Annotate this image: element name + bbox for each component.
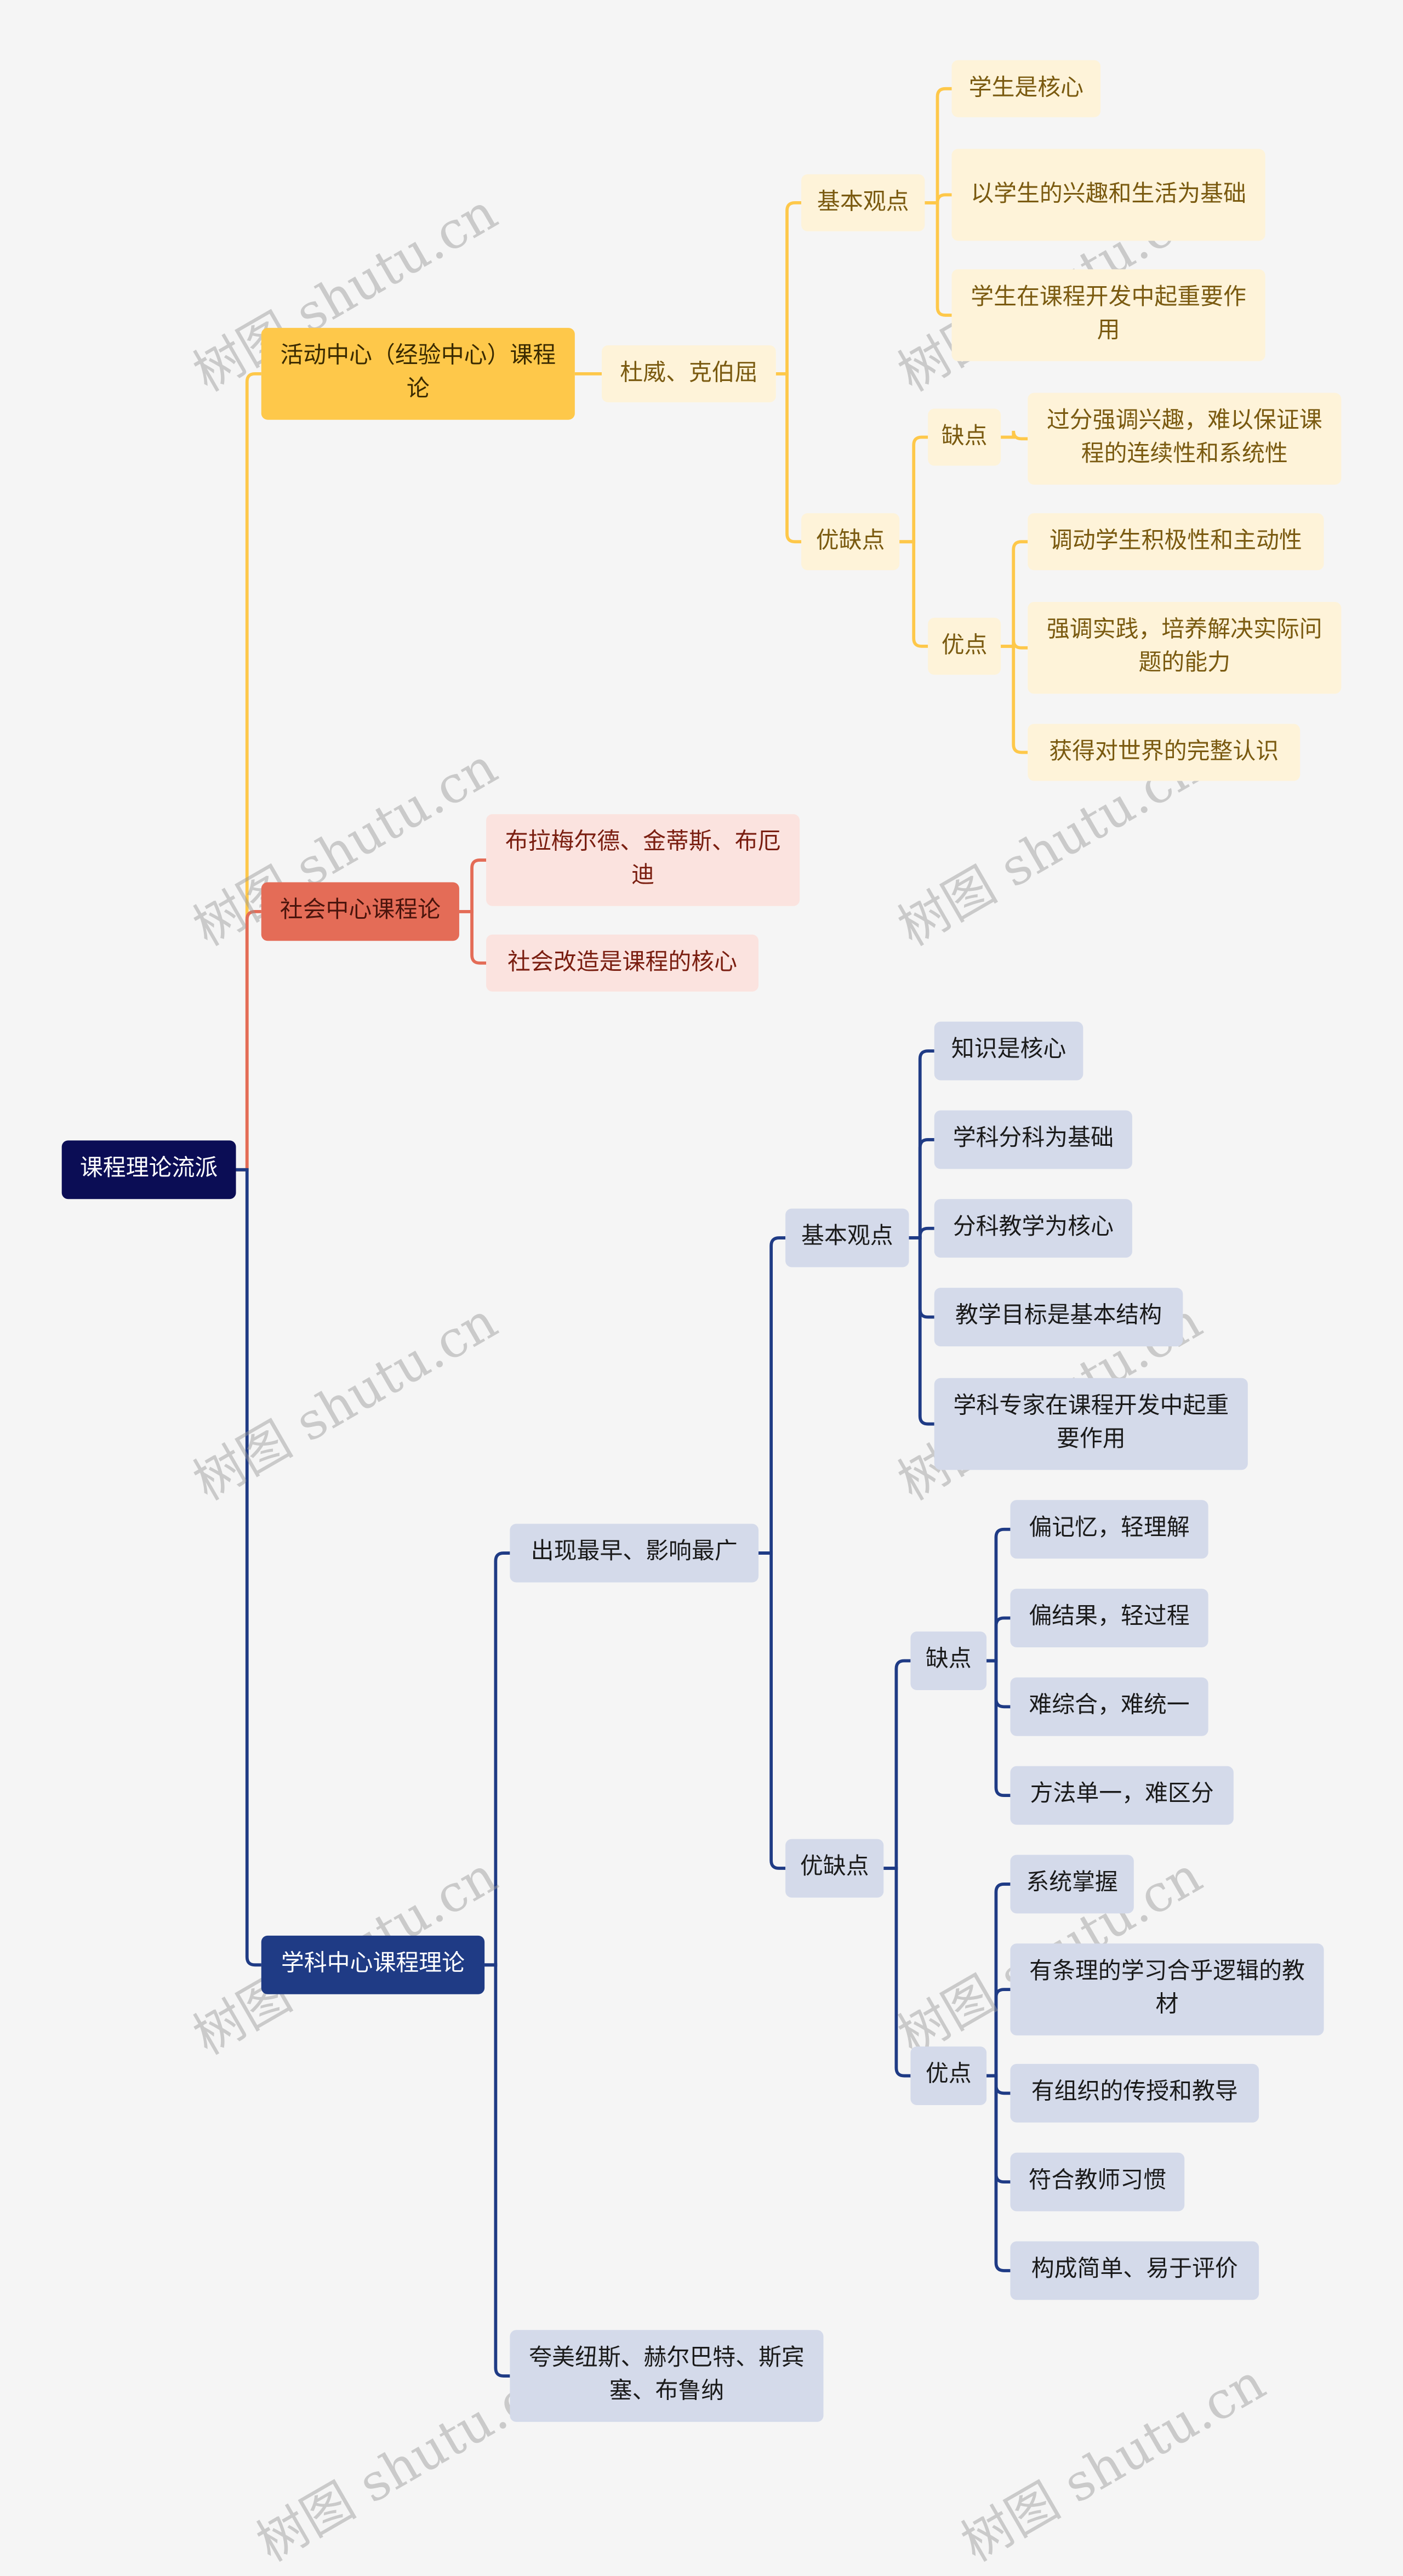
subject-pros-item[interactable]: 有组织的传授和教导: [1010, 2063, 1259, 2123]
activity-center-node[interactable]: 活动中心（经验中心）课程论: [261, 328, 575, 420]
subject-pros-item[interactable]: 有条理的学习合乎逻辑的教材: [1010, 1943, 1324, 2035]
subject-view-item[interactable]: 学科专家在课程开发中起重要作用: [934, 1378, 1248, 1470]
connector-line: [236, 1168, 261, 1967]
connector-line: [236, 909, 261, 1172]
mindmap-canvas: 树图 shutu.cn 树图 shutu.cn 树图 shutu.cn 树图 s…: [61, 60, 1342, 2573]
subject-views-node[interactable]: 基本观点: [785, 1208, 909, 1267]
connector-line: [909, 1138, 934, 1239]
subject-cons-item[interactable]: 偏记忆，轻理解: [1010, 1500, 1208, 1559]
connector-line: [909, 1049, 934, 1239]
activity-views-node[interactable]: 基本观点: [801, 174, 925, 231]
connector-line: [986, 1616, 1011, 1663]
subject-pros-item[interactable]: 符合教师习惯: [1010, 2152, 1185, 2211]
connector-line: [899, 435, 928, 544]
subject-pros-item[interactable]: 构成简单、易于评价: [1010, 2241, 1259, 2300]
connector-line: [909, 1226, 934, 1239]
connector-line: [986, 1988, 1011, 2078]
social-item[interactable]: 社会改造是课程的核心: [486, 934, 759, 992]
activity-cons-item[interactable]: 过分强调兴趣，难以保证课程的连续性和系统性: [1028, 393, 1342, 485]
subject-pros-item[interactable]: 系统掌握: [1010, 1855, 1134, 1914]
activity-view-item[interactable]: 学生是核心: [951, 60, 1101, 117]
subject-feature-node[interactable]: 出现最早、影响最广: [510, 1523, 759, 1583]
connector-line: [1001, 430, 1028, 441]
activity-cons-node[interactable]: 缺点: [928, 408, 1001, 466]
subject-cons-item[interactable]: 方法单一，难区分: [1010, 1766, 1234, 1825]
activity-pros-item[interactable]: 获得对世界的完整认识: [1028, 724, 1301, 781]
connector-line: [925, 87, 952, 204]
connector-line: [1001, 540, 1028, 648]
connector-line: [236, 372, 261, 1172]
connector-line: [909, 1236, 934, 1426]
subject-view-item[interactable]: 知识是核心: [934, 1021, 1083, 1081]
activity-pros-item[interactable]: 调动学生积极性和主动性: [1028, 513, 1324, 571]
connector-line: [758, 1236, 786, 1555]
root-node[interactable]: 课程理论流派: [61, 1140, 236, 1199]
subject-pros-cons-node[interactable]: 优缺点: [785, 1839, 884, 1898]
connector-line: [459, 909, 487, 965]
connector-line: [758, 1551, 786, 1870]
subject-view-item[interactable]: 教学目标是基本结构: [934, 1288, 1183, 1346]
connector-line: [775, 372, 802, 544]
connector-line: [775, 201, 802, 376]
connector-line: [986, 2074, 1011, 2272]
activity-view-item[interactable]: 以学生的兴趣和生活为基础: [951, 149, 1265, 241]
activity-people-node[interactable]: 杜威、克伯屈: [601, 345, 776, 402]
subject-pros-node[interactable]: 优点: [910, 2046, 987, 2106]
connector-line: [899, 540, 928, 648]
subject-cons-item[interactable]: 难综合，难统一: [1010, 1677, 1208, 1736]
connector-line: [484, 1551, 510, 1967]
connector-line: [459, 858, 487, 913]
connector-line: [484, 1963, 510, 2378]
subject-view-item[interactable]: 学科分科为基础: [934, 1110, 1132, 1169]
subject-center-node[interactable]: 学科中心课程理论: [261, 1935, 485, 1994]
subject-people-node[interactable]: 夸美纽斯、赫尔巴特、斯宾塞、布鲁纳: [510, 2330, 824, 2422]
activity-view-item[interactable]: 学生在课程开发中起重要作用: [951, 269, 1265, 361]
subject-cons-item[interactable]: 偏结果，轻过程: [1010, 1589, 1208, 1647]
subject-view-item[interactable]: 分科教学为核心: [934, 1199, 1132, 1258]
social-item[interactable]: 布拉梅尔德、金蒂斯、布厄迪: [486, 814, 800, 906]
connector-line: [986, 1659, 1011, 1709]
connector-line: [986, 1527, 1011, 1663]
activity-pros-node[interactable]: 优点: [928, 617, 1001, 675]
connector-line: [986, 1659, 1011, 1798]
connector-lines: [236, 87, 1028, 2378]
connector-line: [1001, 644, 1028, 754]
connector-line: [883, 1659, 911, 1870]
connector-line: [986, 2074, 1011, 2095]
connector-line: [925, 201, 952, 317]
activity-pros-item[interactable]: 强调实践，培养解决实际问题的能力: [1028, 601, 1342, 694]
connector-line: [883, 1867, 911, 2078]
social-center-node[interactable]: 社会中心课程论: [261, 882, 459, 941]
subject-cons-node[interactable]: 缺点: [910, 1631, 987, 1690]
activity-pros-cons-node[interactable]: 优缺点: [801, 513, 900, 571]
connector-line: [986, 1883, 1011, 2078]
